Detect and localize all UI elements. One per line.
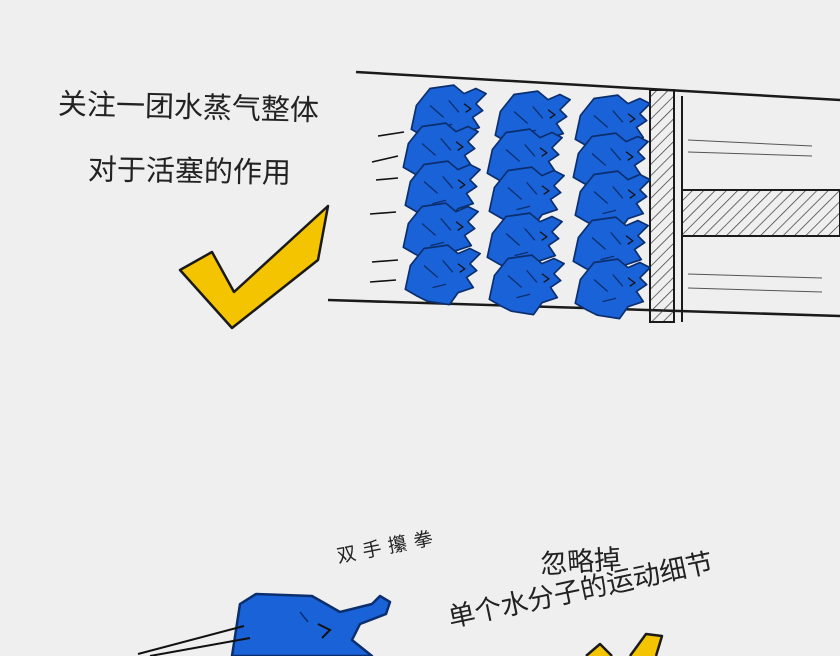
motion-lines bbox=[687, 139, 823, 293]
check-mark-icon bbox=[178, 204, 330, 330]
motion-streaks bbox=[137, 625, 251, 656]
molecule-motion-marks bbox=[369, 131, 405, 283]
top-caption-line-1: 关注一团水蒸气整体 bbox=[57, 86, 320, 128]
cross-mark-icon bbox=[585, 632, 664, 656]
water-molecules bbox=[402, 84, 651, 320]
piston bbox=[649, 89, 840, 323]
single-molecule bbox=[230, 592, 392, 656]
top-caption-line-2: 对于活塞的作用 bbox=[87, 152, 292, 190]
